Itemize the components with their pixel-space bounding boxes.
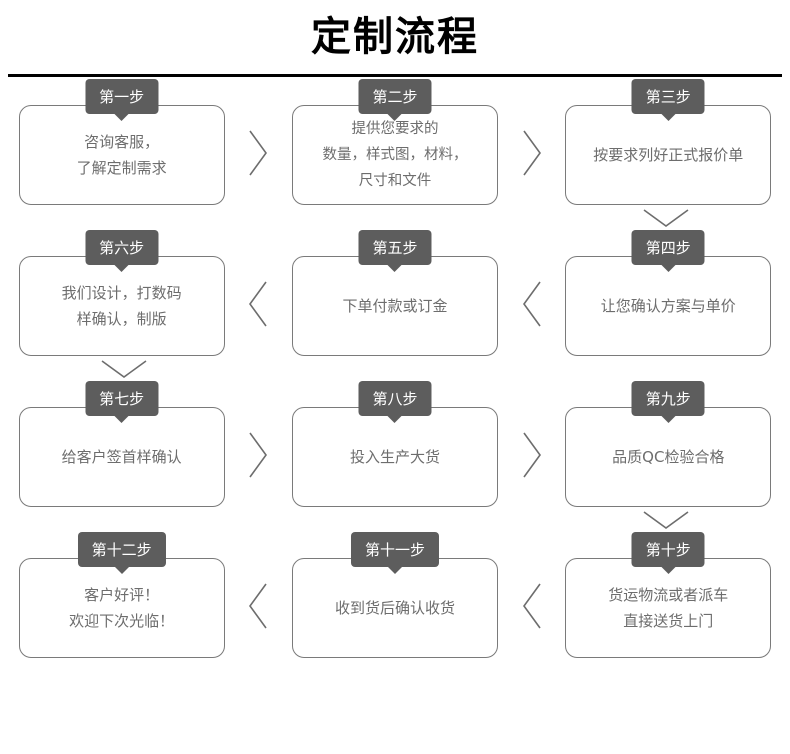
connector-6-7 (94, 352, 154, 386)
step-box-5[interactable]: 第五步 下单付款或订金 (291, 230, 498, 356)
step-text-11: 收到货后确认收货 (334, 599, 455, 617)
step-box-3[interactable]: 第三步 按要求列好正式报价单 (565, 79, 772, 205)
title-divider (8, 74, 782, 77)
step-box-6[interactable]: 第六步 我们设计，打数码 样确认，制版 (18, 230, 225, 356)
step-box-8[interactable]: 第八步 投入生产大货 (291, 381, 498, 507)
step-cell-4[interactable]: 第四步 让您确认方案与单价 (553, 228, 784, 356)
connector-10-11 (511, 530, 553, 681)
step-cell-3[interactable]: 第三步 按要求列好正式报价单 (553, 77, 784, 205)
step-cell-10[interactable]: 第十步 货运物流或者派车 直接送货上门 (553, 530, 784, 658)
step-text-7: 给客户签首样确认 (61, 448, 182, 466)
connector-2-3 (511, 77, 553, 228)
step-text-2: 提供您要求的 数量，样式图，材料， 尺寸和文件 (322, 121, 468, 189)
step-text-6: 我们设计，打数码 样确认，制版 (61, 284, 182, 328)
connector-9-10 (636, 503, 696, 537)
page-header: 定制流程 (0, 0, 790, 77)
step-cell-8[interactable]: 第八步 投入生产大货 (279, 379, 510, 507)
step-box-11[interactable]: 第十一步 收到货后确认收货 (291, 532, 498, 658)
step-text-9: 品质QC检验合格 (612, 448, 725, 466)
connector-1-2 (237, 77, 279, 228)
step-badge-6: 第六步 (85, 230, 159, 265)
step-badge-11: 第十一步 (350, 532, 439, 567)
chevron-right-icon (249, 432, 268, 477)
connector-5-6 (237, 228, 279, 379)
step-text-1: 咨询客服， 了解定制需求 (76, 133, 167, 177)
chevron-left-icon (522, 281, 541, 326)
step-badge-9: 第九步 (631, 381, 705, 416)
step-cell-7[interactable]: 第七步 给客户签首样确认 (6, 379, 237, 507)
chevron-right-icon (523, 432, 541, 477)
step-badge-2: 第二步 (358, 79, 432, 114)
step-box-4[interactable]: 第四步 让您确认方案与单价 (565, 230, 772, 356)
chevron-right-icon (249, 130, 268, 175)
step-text-12: 客户好评！ 欢迎下次光临！ (69, 586, 175, 630)
step-box-7[interactable]: 第七步 给客户签首样确认 (18, 381, 225, 507)
step-cell-2[interactable]: 第二步 提供您要求的 数量，样式图，材料， 尺寸和文件 (279, 77, 510, 205)
step-badge-1: 第一步 (85, 79, 159, 114)
step-badge-12: 第十二步 (77, 532, 166, 567)
chevron-down-icon (643, 209, 689, 227)
step-cell-6[interactable]: 第六步 我们设计，打数码 样确认，制版 (6, 228, 237, 356)
step-box-10[interactable]: 第十步 货运物流或者派车 直接送货上门 (565, 532, 772, 658)
step-badge-7: 第七步 (85, 381, 159, 416)
chevron-right-icon (523, 130, 541, 175)
chevron-left-icon (249, 583, 267, 628)
step-badge-10: 第十步 (631, 532, 705, 567)
page-title: 定制流程 (311, 14, 479, 60)
connector-8-9 (511, 379, 553, 530)
step-text-10: 货运物流或者派车 直接送货上门 (608, 586, 729, 630)
step-box-12[interactable]: 第十二步 客户好评！ 欢迎下次光临！ (18, 532, 225, 658)
step-box-2[interactable]: 第二步 提供您要求的 数量，样式图，材料， 尺寸和文件 (291, 79, 498, 205)
chevron-left-icon (249, 281, 267, 326)
step-cell-1[interactable]: 第一步 咨询客服， 了解定制需求 (6, 77, 237, 205)
step-cell-11[interactable]: 第十一步 收到货后确认收货 (279, 530, 510, 658)
flow-row-2: 第四步 让您确认方案与单价 第五步 下单付款或订金 第六步 (6, 228, 784, 379)
step-text-4: 让您确认方案与单价 (600, 297, 736, 315)
chevron-down-icon (101, 360, 147, 378)
step-badge-3: 第三步 (631, 79, 705, 114)
step-box-1[interactable]: 第一步 咨询客服， 了解定制需求 (18, 79, 225, 205)
step-badge-5: 第五步 (358, 230, 432, 265)
step-text-5: 下单付款或订金 (342, 297, 448, 315)
step-text-3: 按要求列好正式报价单 (593, 146, 744, 164)
flow-row-4: 第十步 货运物流或者派车 直接送货上门 第十一步 收到货后确认收货 第十 (6, 530, 784, 681)
connector-4-5 (511, 228, 553, 379)
chevron-down-icon (643, 511, 689, 529)
connector-7-8 (237, 379, 279, 530)
connector-3-4 (636, 201, 696, 235)
step-cell-5[interactable]: 第五步 下单付款或订金 (279, 228, 510, 356)
flow-row-3: 第七步 给客户签首样确认 第八步 投入生产大货 第九步 (6, 379, 784, 530)
step-box-9[interactable]: 第九步 品质QC检验合格 (565, 381, 772, 507)
step-cell-12[interactable]: 第十二步 客户好评！ 欢迎下次光临！ (6, 530, 237, 658)
step-badge-4: 第四步 (631, 230, 705, 265)
step-badge-8: 第八步 (358, 381, 432, 416)
step-text-8: 投入生产大货 (349, 448, 440, 466)
flow-row-1: 第一步 咨询客服， 了解定制需求 第二步 提供您要求的 数量，样式图，材料， 尺… (6, 77, 784, 228)
connector-11-12 (237, 530, 279, 681)
customization-flow: 第一步 咨询客服， 了解定制需求 第二步 提供您要求的 数量，样式图，材料， 尺… (0, 77, 790, 681)
step-cell-9[interactable]: 第九步 品质QC检验合格 (553, 379, 784, 507)
chevron-left-icon (522, 583, 541, 628)
